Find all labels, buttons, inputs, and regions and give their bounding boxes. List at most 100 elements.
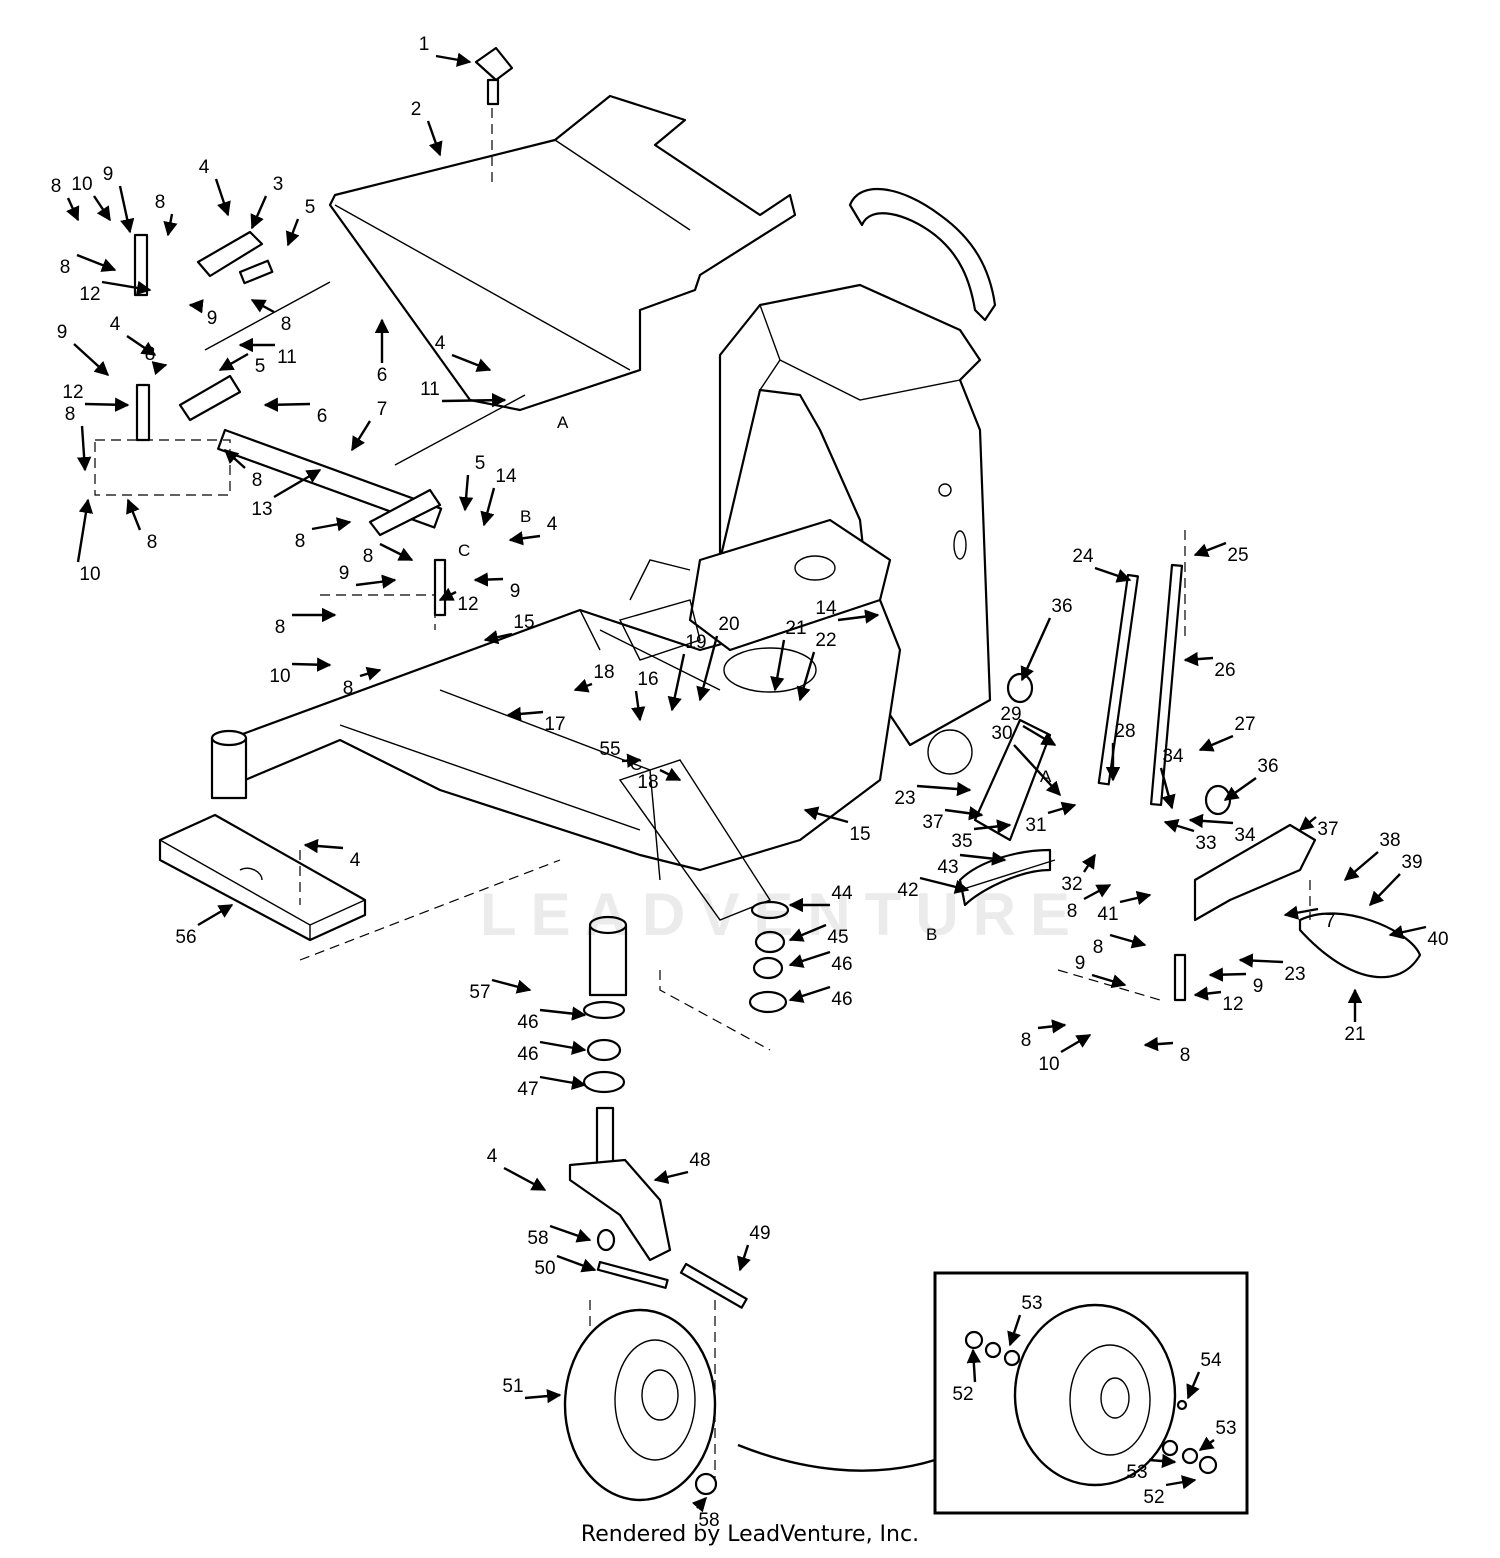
callout-number: 4 — [199, 157, 210, 178]
callout-number: 31 — [1025, 815, 1046, 836]
callout-number: 50 — [534, 1258, 555, 1279]
callout-arrow — [1165, 1475, 1197, 1490]
callout-number: 36 — [1051, 596, 1072, 617]
main-frame — [210, 518, 902, 921]
callout-number: 46 — [517, 1044, 538, 1065]
callout-number: 22 — [815, 630, 836, 651]
callout-number: 55 — [599, 739, 620, 760]
callout-arrow — [1193, 541, 1227, 558]
callout-arrow — [355, 574, 397, 589]
callout-arrow — [426, 120, 443, 157]
callout-arrow — [1183, 651, 1214, 667]
callout-arrow — [573, 678, 593, 693]
callout-number: 9 — [1253, 976, 1264, 997]
callout-number: 26 — [1214, 660, 1235, 681]
callout-number: 53 — [1126, 1462, 1147, 1483]
callout-arrow — [359, 666, 382, 681]
lift-linkage — [94, 230, 1187, 1002]
callout-number: 58 — [527, 1228, 548, 1249]
callout-arrow — [214, 178, 231, 217]
callout-number: 58 — [698, 1510, 719, 1531]
callout-number: 51 — [502, 1376, 523, 1397]
callout-number: 38 — [1379, 830, 1400, 851]
callout-arrow — [1238, 953, 1284, 968]
knob-part — [474, 46, 514, 182]
callout-arrow — [539, 1040, 587, 1055]
callout-number: 17 — [544, 714, 565, 735]
callout-arrow — [285, 218, 300, 247]
callout-number: 21 — [1344, 1024, 1365, 1045]
callout-number: 35 — [951, 831, 972, 852]
callout-number: 47 — [517, 1079, 538, 1100]
ref-letter: B — [926, 925, 937, 944]
callout-number: 19 — [685, 632, 706, 653]
callout-number: 5 — [305, 197, 316, 218]
callout-arrow — [1047, 801, 1077, 816]
callout-arrow — [435, 52, 472, 67]
callout-number: 4 — [487, 1146, 498, 1167]
callout-number: 8 — [343, 678, 354, 699]
callout-number: 57 — [469, 982, 490, 1003]
callout-number: 5 — [255, 356, 266, 377]
callout-arrow — [250, 298, 275, 314]
callout-arrow — [796, 651, 816, 702]
callout-arrow — [1198, 1436, 1215, 1451]
callout-arrow — [803, 806, 849, 824]
bearing-stack — [659, 900, 790, 1051]
callout-arrow — [163, 213, 178, 237]
callout-arrow — [118, 185, 135, 234]
callout-number: 8 — [252, 470, 263, 491]
callout-arrow — [491, 978, 532, 994]
callout-arrow — [101, 280, 152, 295]
callout-number: 42 — [897, 880, 918, 901]
callout-number: 37 — [922, 812, 943, 833]
callout-arrow — [458, 474, 474, 512]
callout-number: 41 — [1097, 904, 1118, 925]
callout-arrow — [653, 1169, 689, 1184]
ref-letter: C — [458, 541, 470, 560]
callout-number: 10 — [1038, 1054, 1059, 1075]
callout-number: 52 — [1143, 1487, 1164, 1508]
callout-number: 8 — [51, 176, 62, 197]
callout-number: 49 — [749, 1223, 770, 1244]
callout-number: 18 — [637, 772, 658, 793]
callout-number: 4 — [110, 314, 121, 335]
callout-number: 12 — [79, 284, 100, 305]
callout-number: 48 — [689, 1150, 710, 1171]
callout-number: 52 — [952, 1384, 973, 1405]
callout-number: 46 — [831, 954, 852, 975]
callout-number: 8 — [281, 314, 292, 335]
callout-number: 12 — [457, 594, 478, 615]
callout-arrow — [311, 517, 352, 532]
callout-number: 45 — [827, 927, 848, 948]
callout-arrow — [73, 343, 110, 376]
callout-number: 9 — [57, 322, 68, 343]
callout-number: 7 — [1325, 911, 1336, 932]
callout-number: 34 — [1162, 746, 1184, 767]
callout-number: 43 — [937, 857, 958, 878]
callout-number: 4 — [435, 333, 446, 354]
callout-arrow — [1143, 1036, 1174, 1052]
callout-number: 8 — [1093, 937, 1104, 958]
callout-arrow — [1091, 973, 1127, 989]
callout-number: 40 — [1427, 929, 1448, 950]
callout-number: 8 — [147, 532, 158, 553]
callout-arrow — [1022, 724, 1057, 747]
callout-number: 27 — [1234, 714, 1255, 735]
callout-number: 10 — [79, 564, 100, 585]
front-wheel — [563, 1300, 718, 1502]
callout-arrow — [250, 195, 268, 230]
callout-arrow — [556, 1254, 597, 1273]
callout-number: 9 — [207, 308, 218, 329]
reference-letters: A A B B C C — [458, 413, 1052, 944]
callout-number: 20 — [718, 614, 739, 635]
callout-number: 8 — [363, 546, 374, 567]
callout-number: 16 — [637, 669, 658, 690]
callout-number: 9 — [1075, 953, 1086, 974]
callout-arrow — [441, 393, 507, 408]
callout-arrow — [959, 851, 1007, 866]
callout-arrow — [1343, 851, 1379, 881]
callout-number: 36 — [1257, 756, 1278, 777]
pedal-assembly — [958, 530, 1422, 1001]
